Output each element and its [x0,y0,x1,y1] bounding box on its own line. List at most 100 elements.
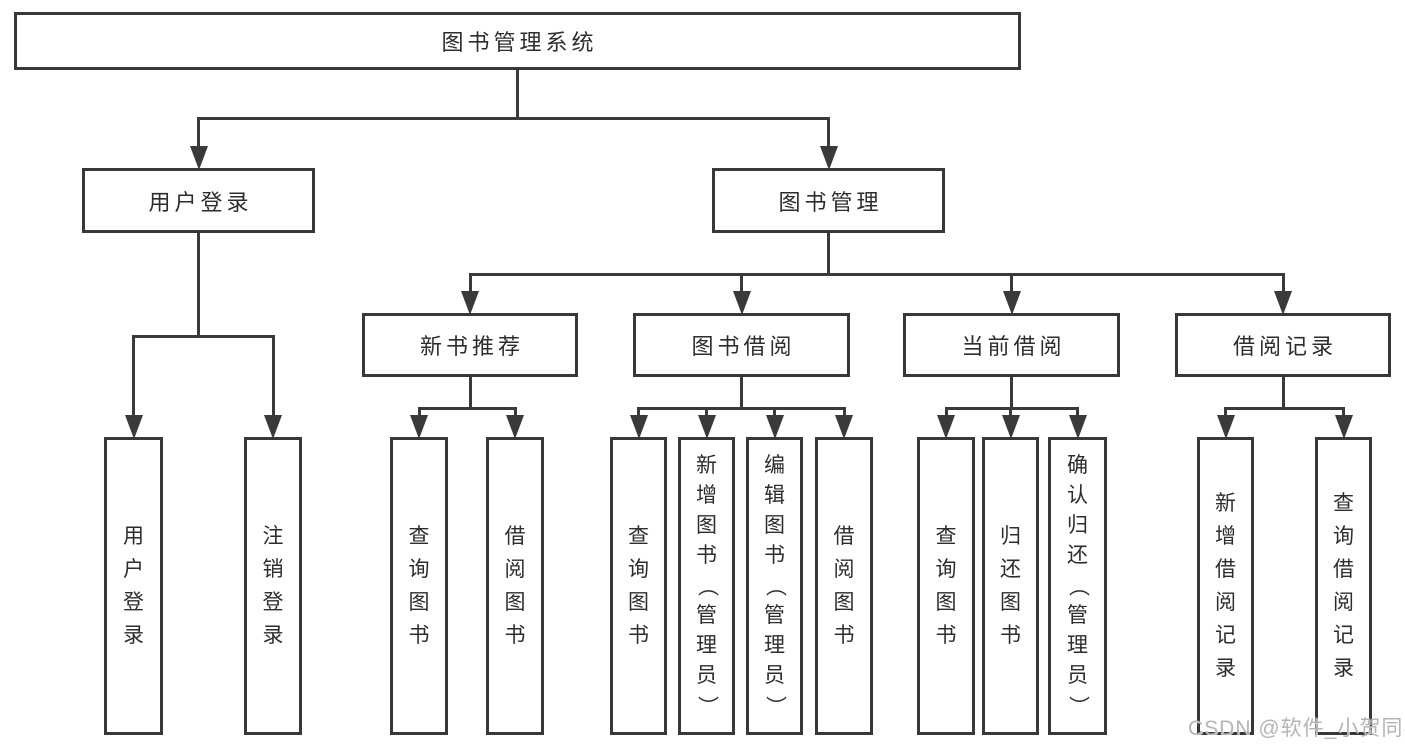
vertical-char: 借 [504,525,526,548]
connector-line [417,407,421,417]
vertical-char: 销 [262,558,284,581]
vertical-char: 书 [408,624,430,647]
node-label: 查询图书 [613,440,664,732]
arrowhead-down-icon [1002,291,1021,315]
connector-line [271,335,275,417]
vertical-char: 新 [1215,492,1236,515]
node-label: 用户登录 [148,189,253,215]
vertical-char: 图 [935,591,957,614]
connector-line [1281,377,1285,410]
vertical-char: 图 [696,514,717,537]
node-label: 确认归还（管理员） [1051,440,1104,732]
vertical-char: 借 [1333,558,1354,581]
vertical-char: 认 [1067,484,1088,507]
vertical-char: ） [695,695,719,717]
vertical-char: 查 [628,525,649,548]
vertical-char: 查 [408,525,430,548]
node-book-mgmt: 图书管理 [712,168,945,233]
connector-line [740,273,743,293]
vertical-char: 登 [123,591,144,614]
node-records: 借阅记录 [1175,313,1391,377]
connector-line [1009,407,1012,417]
connector-line [468,273,472,293]
node-cur-confirm: 确认归还（管理员） [1048,437,1107,735]
connector-line [1076,407,1079,417]
vertical-char: 询 [408,558,430,581]
connector-line [842,407,846,417]
vertical-char: 户 [123,558,144,581]
vertical-char: 书 [935,624,957,647]
vertical-char: 记 [1333,624,1354,647]
vertical-char: 书 [628,624,649,647]
arrowhead-down-icon [461,291,479,315]
connector-line [740,377,743,410]
vertical-char: 理 [764,634,785,657]
arrowhead-down-icon [189,146,208,170]
vertical-char: 书 [833,624,855,647]
vertical-char: 图 [1000,591,1021,614]
vertical-char: 询 [628,558,649,581]
arrowhead-down-icon [1216,415,1235,439]
vertical-char: 管 [1067,604,1088,627]
connector-line [944,407,948,417]
connector-line [197,233,200,338]
arrowhead-down-icon [937,415,955,439]
connector-line [516,70,519,120]
vertical-char: 记 [1215,624,1236,647]
node-label: 查询借阅记录 [1318,440,1369,732]
vertical-char: 录 [123,624,144,647]
node-cur-query: 查询图书 [917,437,975,735]
arrowhead-down-icon [1274,291,1292,315]
node-rec-add: 新增借阅记录 [1197,437,1254,735]
node-label: 借阅图书 [489,440,541,732]
vertical-char: 理 [1067,634,1088,657]
vertical-char: 录 [262,624,284,647]
node-current: 当前借阅 [903,313,1120,377]
connector-line [1342,407,1345,417]
vertical-char: 新 [696,454,717,477]
arrowhead-down-icon [410,415,428,439]
node-cur-return: 归还图书 [982,437,1039,735]
vertical-char: ） [763,695,787,717]
vertical-char: （ [695,575,719,597]
connector-line [1281,273,1285,293]
connector-line [1224,407,1227,417]
vertical-char: 查 [1333,492,1354,515]
vertical-char: 归 [1067,514,1088,537]
connector-line [468,273,1285,276]
arrowhead-down-icon [765,415,784,439]
vertical-char: 书 [764,544,785,567]
connector-line [417,407,517,410]
arrowhead-down-icon [264,415,282,439]
connector-line [1224,407,1345,410]
vertical-char: 增 [696,484,717,507]
connector-line [513,407,517,417]
arrowhead-down-icon [1068,415,1087,439]
node-label: 新书推荐 [419,334,524,359]
node-label: 借阅记录 [1232,334,1337,359]
connector-line [197,117,830,120]
connector-line [773,407,776,417]
vertical-char: 图 [408,591,430,614]
arrowhead-down-icon [506,415,524,439]
node-label: 编辑图书（管理员） [749,440,800,732]
node-label: 归还图书 [985,440,1036,732]
vertical-char: 归 [1000,525,1021,548]
node-logout: 注销登录 [244,437,302,735]
node-new-book: 新书推荐 [362,313,578,377]
vertical-char: 录 [1333,657,1354,680]
vertical-char: 询 [1333,525,1354,548]
vertical-char: 阅 [1333,591,1354,614]
vertical-char: 图 [504,591,526,614]
vertical-char: 借 [833,525,855,548]
node-user-login: 用户登录 [82,168,315,233]
node-label: 图书管理系统 [441,30,598,55]
node-label: 查询图书 [920,440,972,732]
vertical-char: 登 [262,591,284,614]
vertical-char: 还 [1067,544,1088,567]
node-label: 用户登录 [107,440,160,732]
vertical-char: 辑 [764,484,785,507]
connector-line [637,407,846,410]
connector-line [468,377,472,410]
arrowhead-down-icon [629,415,648,439]
